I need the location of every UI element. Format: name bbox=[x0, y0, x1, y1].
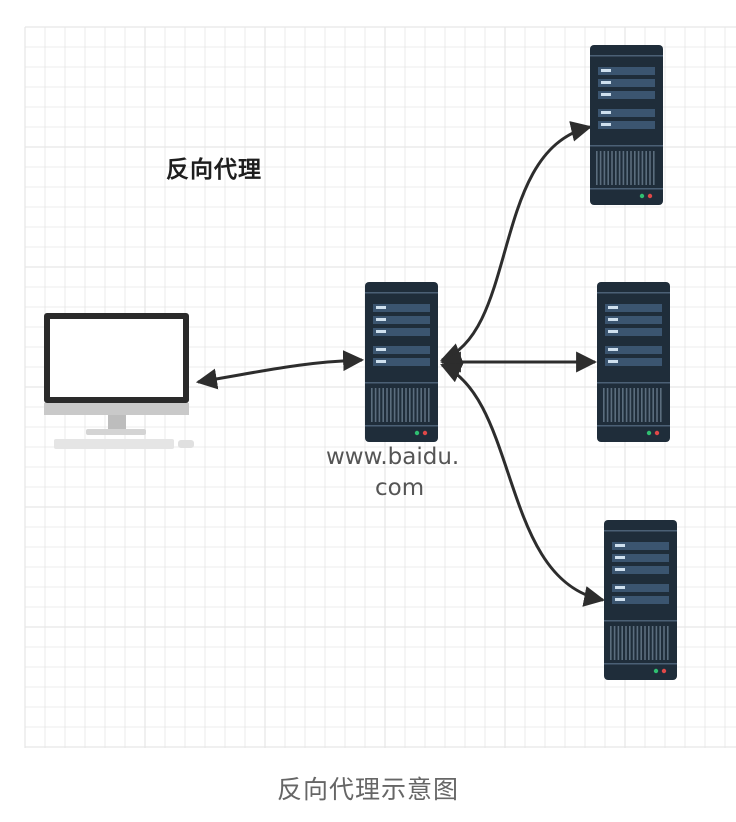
edge-proxy-server-1 bbox=[440, 121, 593, 363]
proxy-label-continued: com bbox=[375, 475, 425, 501]
diagram-title: 反向代理 bbox=[166, 157, 262, 183]
figure-caption: 反向代理示意图 bbox=[276, 775, 459, 804]
server-icon bbox=[604, 520, 677, 680]
edge-client-proxy bbox=[195, 350, 365, 390]
connection-edges bbox=[195, 121, 606, 607]
edge-proxy-server-3 bbox=[440, 363, 606, 607]
proxy-label: www.baidu. bbox=[326, 444, 460, 470]
desktop-computer-icon bbox=[44, 313, 194, 449]
server-icon bbox=[365, 282, 438, 442]
server-icon bbox=[590, 45, 663, 205]
server-icon bbox=[597, 282, 670, 442]
